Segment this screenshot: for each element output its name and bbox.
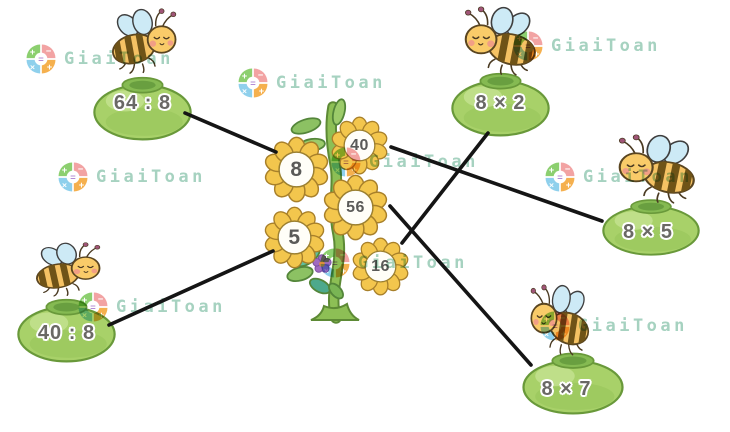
connection-line-64-8-to-8 xyxy=(183,111,278,154)
flower-5[interactable]: 5 xyxy=(263,206,326,269)
flower-value: 8 xyxy=(290,157,303,181)
pot-label-8x2: 8 × 2 xyxy=(475,91,526,114)
flower-value: 56 xyxy=(346,198,365,216)
connection-line-8x5-to-40 xyxy=(389,145,604,223)
flower-8[interactable]: 8 xyxy=(263,136,330,203)
flower-56[interactable]: 56 xyxy=(322,174,389,241)
flower-16[interactable]: 16 xyxy=(351,237,410,296)
connection-line-8x2-to-16 xyxy=(400,131,490,245)
pot-label-40-8: 40 : 8 xyxy=(37,321,96,344)
flower-value: 16 xyxy=(371,257,390,275)
pot-label-8x7: 8 × 7 xyxy=(541,377,592,400)
pot-label-8x5: 8 × 5 xyxy=(622,220,674,243)
connection-line-40-8-to-5 xyxy=(107,249,275,327)
pot-label-64-8: 64 : 8 xyxy=(113,91,172,114)
flower-value: 5 xyxy=(288,225,301,249)
connection-line-8x7-to-56 xyxy=(388,204,533,367)
